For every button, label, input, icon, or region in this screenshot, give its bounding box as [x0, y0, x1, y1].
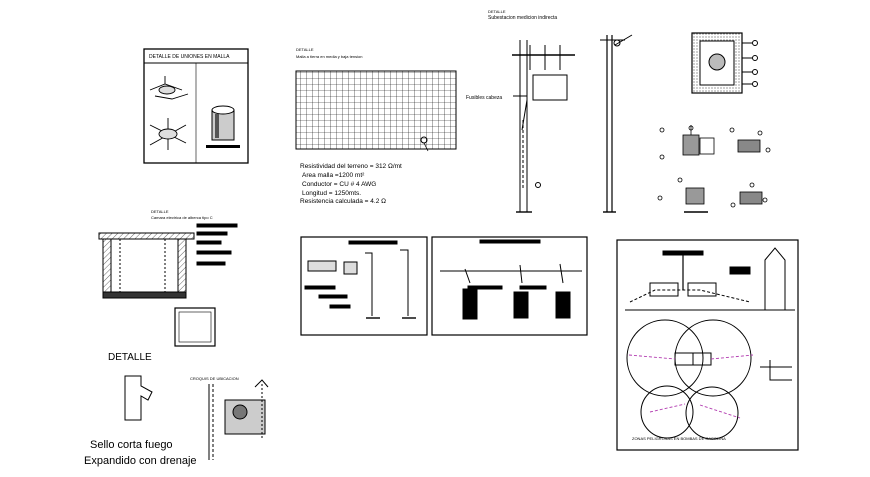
location-sketch-label: CROQUIS DE UBICACION: [190, 376, 239, 381]
pit-subtitle: Camara electrica de alberca tipo C: [151, 215, 213, 220]
substation-detail-label: DETALLE: [488, 9, 506, 14]
ground-rod-icon: [206, 105, 240, 148]
mesh-spec-resistance: Resistencia calculada = 4.2 Ω: [300, 198, 386, 205]
junction-box-detail: [691, 32, 758, 94]
mesh-spec-area: Area malla =1200 mt²: [302, 172, 365, 179]
pit-detail-label: DETALLE: [151, 209, 169, 214]
electrical-pit-section: [98, 223, 238, 347]
unions-panel-header: DETALLE DE UNIONES EN MALLA: [149, 54, 230, 60]
pole-installation-panel: [300, 236, 428, 336]
gas-hazard-caption: ZONAS PELIGROSAS EN BOMBAS DE GASOLINA: [632, 436, 726, 441]
cross-union-icon: [149, 118, 187, 150]
fittings-details: [657, 125, 771, 213]
mesh-detail-label: DETALLE: [296, 47, 314, 52]
mesh-spec-conductor: Conductor = CU # 4 AWG: [302, 181, 377, 188]
mesh-spec-length: Longitud = 1250mts.: [302, 190, 362, 197]
firestop-seal-drawing: [124, 375, 153, 421]
mesh-subtitle: Malla a tierra en media y baja tension: [296, 54, 363, 59]
t-union-icon: [149, 76, 189, 100]
mesh-unions-panel: [143, 48, 249, 164]
grounding-connections-panel: [431, 236, 588, 336]
seal-detail-label: DETALLE: [108, 352, 152, 363]
location-sketch: [208, 379, 269, 460]
substation-pole-drawing: [512, 34, 633, 213]
gas-station-hazard-panel: [616, 239, 799, 451]
seal-title-line2: Expandido con drenaje: [84, 455, 197, 467]
substation-subtitle: Subestacion medicion indirecta: [488, 15, 558, 21]
seal-title-line1: Sello corta fuego: [90, 439, 173, 451]
fuses-label: Fusibles cabeza: [466, 95, 503, 101]
ground-mesh-grid: [295, 70, 457, 152]
mesh-spec-resistivity: Resistividad del terreno = 312 Ω/mt: [300, 163, 402, 170]
